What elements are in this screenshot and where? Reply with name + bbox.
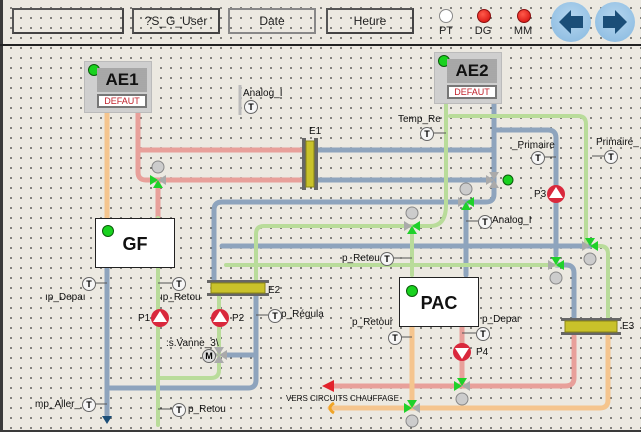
arrow-blue-down bbox=[102, 416, 112, 424]
pump-p3 bbox=[547, 185, 565, 203]
exchanger-e1 bbox=[302, 138, 318, 190]
sensor-tp-depart-gf[interactable]: T bbox=[82, 277, 96, 291]
pipe-green-e2 bbox=[156, 294, 221, 380]
label-p-retour-mid: p_Retou bbox=[342, 253, 380, 264]
indicator-dg-label: DG bbox=[474, 25, 492, 37]
arrow-right-icon bbox=[603, 10, 627, 34]
arrow-left-icon bbox=[559, 10, 583, 34]
sensor-tp-aller[interactable]: T bbox=[82, 398, 96, 412]
indicator-pt-lamp bbox=[439, 9, 453, 23]
sensor-temp-re[interactable]: T bbox=[420, 127, 434, 141]
sensor-p-retour-pac[interactable]: T bbox=[388, 331, 402, 345]
header-separator bbox=[0, 44, 641, 46]
exchanger-e2 bbox=[207, 280, 269, 296]
label-primaire-2: Primaire_ bbox=[596, 137, 639, 148]
ae2-name: AE2 bbox=[447, 59, 497, 83]
valve-orange bbox=[404, 400, 420, 428]
valve-ae2-top bbox=[486, 172, 514, 188]
ae1-name: AE1 bbox=[97, 68, 147, 92]
label-primaire-1: _Primaire bbox=[512, 140, 555, 151]
exchanger-e3 bbox=[561, 318, 621, 335]
forward-button[interactable] bbox=[595, 2, 635, 42]
label-p-retour-bottom: p_Retou bbox=[188, 404, 226, 415]
label-p2: P2 bbox=[232, 313, 245, 324]
valve-right-bottom bbox=[548, 257, 564, 285]
label-temp-re: Temp_Re bbox=[398, 114, 441, 125]
pipe-blue-e2-down bbox=[104, 293, 259, 391]
ae1-fault-indicator: DEFAUT bbox=[97, 94, 147, 108]
back-button[interactable] bbox=[551, 2, 591, 42]
unit-ae1[interactable]: AE1 DEFAUT bbox=[84, 61, 152, 113]
sensor-p-depart-pac[interactable]: T bbox=[476, 327, 490, 341]
valve-ae1 bbox=[150, 160, 166, 188]
gf-status-led bbox=[102, 225, 114, 237]
label-tp-depart-gf: ıp_Depaı bbox=[45, 292, 86, 303]
label-tp-retour-gf: ıp_Retou bbox=[160, 292, 201, 303]
pipe-red-ae1-supply bbox=[135, 109, 305, 183]
pipe-orange-return bbox=[327, 333, 611, 411]
pac-name: PAC bbox=[420, 293, 458, 313]
label-p1: P1 bbox=[138, 313, 151, 324]
sensor-primaire-2[interactable]: T bbox=[604, 150, 618, 164]
window-bottom-border bbox=[0, 430, 641, 432]
sensor-p-retour-bottom[interactable]: T bbox=[172, 403, 186, 417]
pipe-green-e3 bbox=[592, 244, 610, 322]
user-field: ?S_G_User bbox=[132, 8, 220, 34]
valve-green bbox=[404, 206, 420, 234]
label-p3: P3 bbox=[534, 189, 547, 200]
motor-vanne[interactable]: M bbox=[202, 349, 216, 363]
sensor-tp-retour-gf[interactable]: T bbox=[172, 277, 186, 291]
label-vanne: :s.Vanne_3\ bbox=[166, 338, 219, 349]
valve-mid bbox=[458, 182, 474, 210]
indicator-pt-label: PT bbox=[438, 25, 454, 37]
label-e1: E1 bbox=[309, 126, 322, 137]
pump-p1 bbox=[151, 309, 169, 327]
sensor-analog-2[interactable]: T bbox=[478, 215, 492, 229]
valve-right-top bbox=[582, 238, 598, 266]
unit-ae2[interactable]: AE2 DEFAUT bbox=[434, 52, 502, 104]
label-p-retour-pac: p_Retour bbox=[352, 317, 394, 328]
time-field: Heure bbox=[326, 8, 414, 34]
label-tp-aller: mp_Aller_ bbox=[35, 399, 81, 410]
pipe-green-ae2 bbox=[410, 102, 448, 228]
label-p-depart-pac: p_Depar bbox=[482, 314, 521, 325]
unit-pac[interactable]: PAC bbox=[399, 277, 479, 327]
window-left-border bbox=[0, 0, 3, 432]
sensor-primaire-1[interactable]: T bbox=[531, 151, 545, 165]
pipe-red-return bbox=[327, 333, 577, 389]
label-analog-2: Analog_I bbox=[492, 215, 532, 226]
indicator-mm-lamp bbox=[517, 9, 531, 23]
label-e3: E3 bbox=[622, 321, 635, 332]
pump-p4 bbox=[453, 343, 471, 361]
label-p-regul: p_Régula bbox=[281, 309, 324, 320]
unit-gf[interactable]: GF bbox=[95, 218, 175, 268]
sensor-analog-1[interactable]: T bbox=[244, 100, 258, 114]
pac-status-led bbox=[406, 285, 418, 297]
arrow-orange-inlet bbox=[328, 401, 335, 415]
label-e2: E2 bbox=[268, 285, 281, 296]
pipe-green-ae2-right bbox=[448, 114, 588, 248]
sensor-p-retour-mid[interactable]: T bbox=[380, 252, 394, 266]
ae2-fault-indicator: DEFAUT bbox=[447, 85, 497, 99]
label-analog-1: Analog_I bbox=[243, 88, 283, 99]
label-p4: P4 bbox=[476, 347, 489, 358]
indicator-dg-lamp bbox=[477, 9, 491, 23]
sensor-p-regul[interactable]: T bbox=[268, 309, 282, 323]
label-vers-circuits: VERS CIRCUITS CHAUFFAGE bbox=[286, 394, 399, 403]
header-empty-field bbox=[12, 8, 124, 34]
pipe-blue-e3 bbox=[553, 262, 577, 323]
indicator-mm-label: MM bbox=[513, 25, 533, 37]
pipe-blue-ae2-primaire bbox=[491, 127, 559, 258]
pump-p2 bbox=[211, 309, 229, 327]
pipe-blue-loop bbox=[211, 177, 497, 283]
valve-p4 bbox=[454, 378, 470, 406]
pipe-green-mid bbox=[254, 224, 414, 282]
gf-name: GF bbox=[122, 234, 148, 254]
arrow-red-outlet bbox=[322, 380, 334, 392]
date-field: Date bbox=[228, 8, 316, 34]
